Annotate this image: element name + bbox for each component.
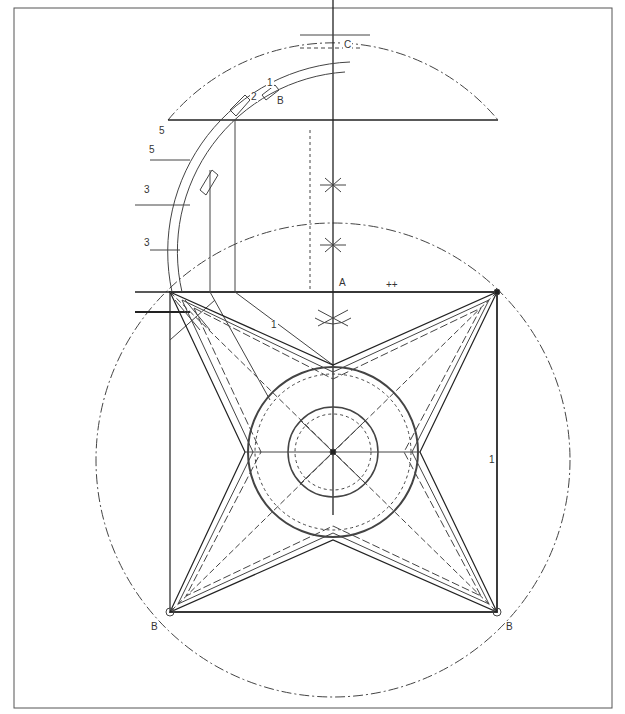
callout-label: C — [343, 40, 352, 50]
callout-label: 1 — [488, 455, 496, 465]
callout-label: B — [276, 96, 285, 106]
callout-label: B — [505, 622, 514, 632]
callout-label: B — [150, 622, 159, 632]
callout-label: 2 — [250, 92, 258, 102]
callout-label: 1 — [266, 78, 274, 88]
callout-label: 5 — [158, 126, 166, 136]
callout-label: 3 — [143, 185, 151, 195]
callout-label: 1 — [270, 320, 278, 330]
callout-label: 5 — [148, 145, 156, 155]
callout-label: ++ — [385, 280, 399, 290]
callout-label: 3 — [143, 238, 151, 248]
callout-label: A — [338, 278, 347, 288]
